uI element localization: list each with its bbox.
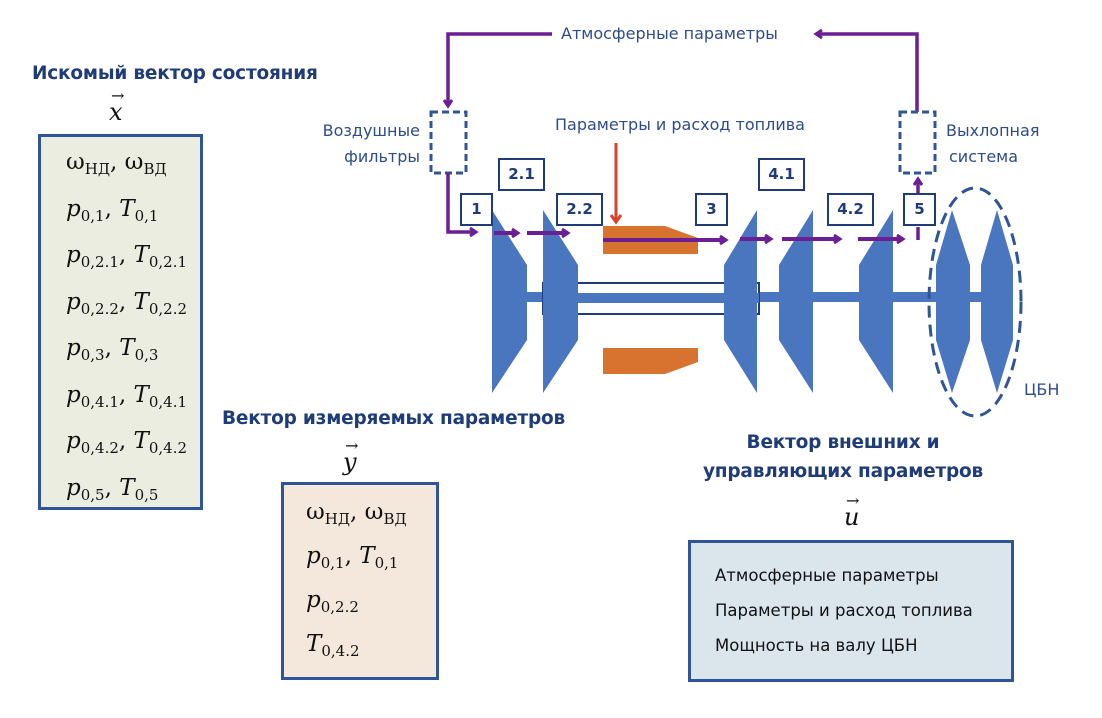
measured-vector-title: Вектор измеряемых параметров xyxy=(222,408,566,429)
measured-vector-item: ωНД, ωВД xyxy=(306,499,407,528)
pump-shaft-link xyxy=(968,292,982,302)
control-vector-title: Вектор внешних и управляющих параметров xyxy=(693,428,993,486)
state-vector-item: p0,3, T0,3 xyxy=(66,335,159,364)
control-vector-symbol: →u xyxy=(844,491,860,531)
station-3: 3 xyxy=(695,193,728,226)
hp-compressor-blade xyxy=(543,210,578,393)
measured-vector-symbol: →y xyxy=(343,436,359,476)
state-vector-title: Искомый вектор состояния xyxy=(32,63,318,84)
air-filter-label-line1: Воздушные xyxy=(322,121,420,140)
air-filter-label: Воздушные фильтры xyxy=(314,118,420,170)
exhaust-label-line1: Выхлопная xyxy=(946,121,1040,140)
air-filter-box xyxy=(429,110,468,175)
control-item-atmo: Атмосферные параметры xyxy=(715,566,939,585)
control-item-power: Мощность на валу ЦБН xyxy=(715,636,918,655)
power-turbine-blade xyxy=(859,210,893,393)
pump-impeller-2 xyxy=(981,210,1013,393)
control-vector-title-line1: Вектор внешних и xyxy=(746,432,940,453)
state-vector-item: ωНД, ωВД xyxy=(66,149,167,178)
lp-compressor-blade xyxy=(492,210,527,393)
measured-vector-item: p0,2.2 xyxy=(306,587,359,616)
state-vector-symbol: →x xyxy=(109,86,125,126)
atmo-inlet-line xyxy=(448,32,552,106)
state-vector-item: p0,2.2, T0,2.2 xyxy=(66,288,188,318)
state-vector-item: p0,4.2, T0,4.2 xyxy=(66,428,188,457)
combustor-bottom xyxy=(603,348,698,374)
vector-arrow-icon: → xyxy=(846,491,860,510)
station-1: 1 xyxy=(460,193,493,226)
measured-vector-item: p0,1, T0,1 xyxy=(306,543,399,572)
atmo-params-label: Атмосферные параметры xyxy=(561,24,778,43)
control-vector-box: Атмосферные параметры Параметры и расход… xyxy=(688,540,1014,682)
state-vector-box: ωНД, ωВД p0,1, T0,1 p0,2.1, T0,2.1 p0,2.2, … xyxy=(38,134,203,510)
vector-arrow-icon: → xyxy=(345,436,359,455)
control-vector-title-line2: управляющих параметров xyxy=(702,461,984,482)
station-2-2: 2.2 xyxy=(556,193,603,226)
pump-label: ЦБН xyxy=(1024,380,1060,399)
station-4-2: 4.2 xyxy=(827,193,874,226)
exhaust-label-line2: система xyxy=(949,147,1019,166)
state-vector-item: p0,2.1, T0,2.1 xyxy=(66,242,188,271)
state-vector-item: p0,5, T0,5 xyxy=(66,474,159,504)
control-item-fuel: Параметры и расход топлива xyxy=(715,601,973,620)
exhaust-label: Выхлопная система xyxy=(946,118,1039,170)
filter-flow-line xyxy=(446,173,476,232)
station-4-1: 4.1 xyxy=(758,158,805,191)
state-vector-item: p0,4.1, T0,4.1 xyxy=(66,381,188,411)
measured-vector-item: T0,4.2 xyxy=(306,631,360,660)
pump-impeller-1 xyxy=(936,210,970,393)
atmo-exhaust-line xyxy=(816,34,919,112)
pump-boundary xyxy=(927,186,1023,418)
station-2-1: 2.1 xyxy=(498,158,545,191)
exhaust-box xyxy=(898,110,937,175)
hp-turbine-blade xyxy=(724,210,757,393)
vector-arrow-icon: → xyxy=(111,86,125,105)
fuel-params-label: Параметры и расход топлива xyxy=(555,115,805,134)
hp-shaft-core xyxy=(544,293,759,303)
state-vector-item: p0,1, T0,1 xyxy=(66,195,159,225)
lp-turbine-blade xyxy=(779,210,813,393)
air-filter-label-line2: фильтры xyxy=(344,147,420,166)
station-5: 5 xyxy=(903,193,936,226)
